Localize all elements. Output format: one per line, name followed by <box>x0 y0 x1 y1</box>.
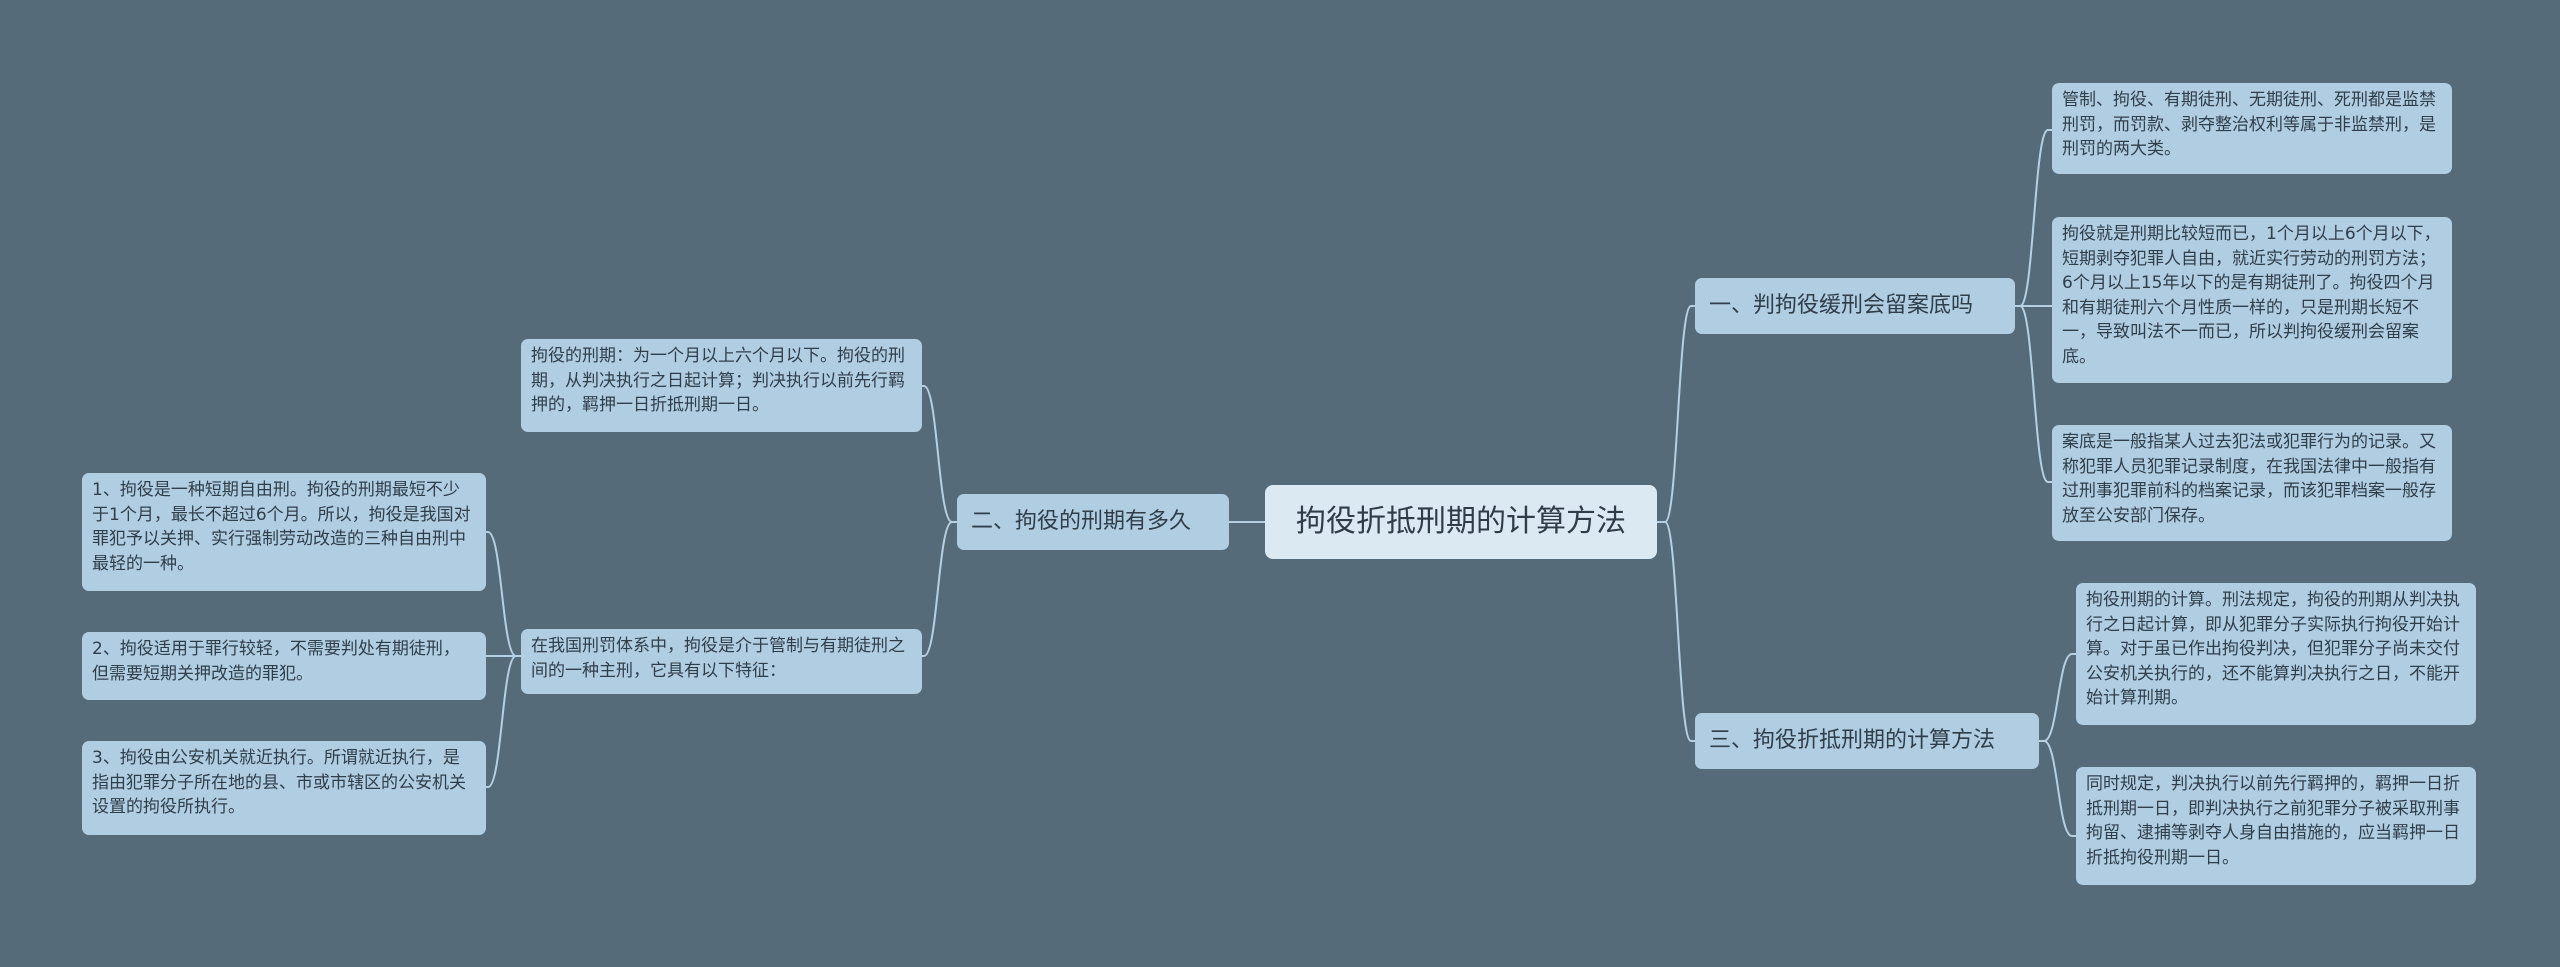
link-root-b1 <box>1657 305 1695 523</box>
link-b2-leaf1 <box>922 385 957 523</box>
branch-2-sub-leaf-1[interactable]: 1、拘役是一种短期自由刑。拘役的刑期最短不少于1个月，最长不超过6个月。所以，拘… <box>82 473 486 591</box>
link-root-b3 <box>1657 521 1695 742</box>
root-topic[interactable]: 拘役折抵刑期的计算方法 <box>1265 485 1657 559</box>
link-b1-leaf1 <box>2015 129 2052 307</box>
branch-1-leaf-2[interactable]: 拘役就是刑期比较短而已，1个月以上6个月以下，短期剥夺犯罪人自由，就近实行劳动的… <box>2052 217 2452 383</box>
branch-3-leaf-2[interactable]: 同时规定，判决执行以前先行羁押的，羁押一日折抵刑期一日，即判决执行之前犯罪分子被… <box>2076 767 2476 885</box>
branch-3[interactable]: 三、拘役折抵刑期的计算方法 <box>1695 713 2039 769</box>
link-b1-leaf3 <box>2015 305 2052 483</box>
branch-2-leaf-2[interactable]: 在我国刑罚体系中，拘役是介于管制与有期徒刑之间的一种主刑，它具有以下特征： <box>521 629 922 694</box>
branch-1-leaf-3[interactable]: 案底是一般指某人过去犯法或犯罪行为的记录。又称犯罪人员犯罪记录制度，在我国法律中… <box>2052 425 2452 541</box>
link-b3-leaf2 <box>2039 740 2076 837</box>
branch-2-leaf-1[interactable]: 拘役的刑期：为一个月以上六个月以下。拘役的刑期，从判决执行之日起计算；判决执行以… <box>521 339 922 432</box>
branch-2-sub-leaf-2[interactable]: 2、拘役适用于罪行较轻，不需要判处有期徒刑，但需要短期关押改造的罪犯。 <box>82 632 486 700</box>
link-b2l2-sub3 <box>486 655 521 788</box>
link-b2-leaf2 <box>922 521 957 657</box>
link-b2l2-sub1 <box>486 531 521 657</box>
link-b3-leaf1 <box>2039 653 2076 742</box>
branch-2[interactable]: 二、拘役的刑期有多久 <box>957 494 1229 550</box>
branch-1-leaf-1[interactable]: 管制、拘役、有期徒刑、无期徒刑、死刑都是监禁刑罚，而罚款、剥夺整治权利等属于非监… <box>2052 83 2452 174</box>
branch-1[interactable]: 一、判拘役缓刑会留案底吗 <box>1695 278 2015 334</box>
branch-3-leaf-1[interactable]: 拘役刑期的计算。刑法规定，拘役的刑期从判决执行之日起计算，即从犯罪分子实际执行拘… <box>2076 583 2476 725</box>
branch-2-sub-leaf-3[interactable]: 3、拘役由公安机关就近执行。所谓就近执行，是指由犯罪分子所在地的县、市或市辖区的… <box>82 741 486 835</box>
